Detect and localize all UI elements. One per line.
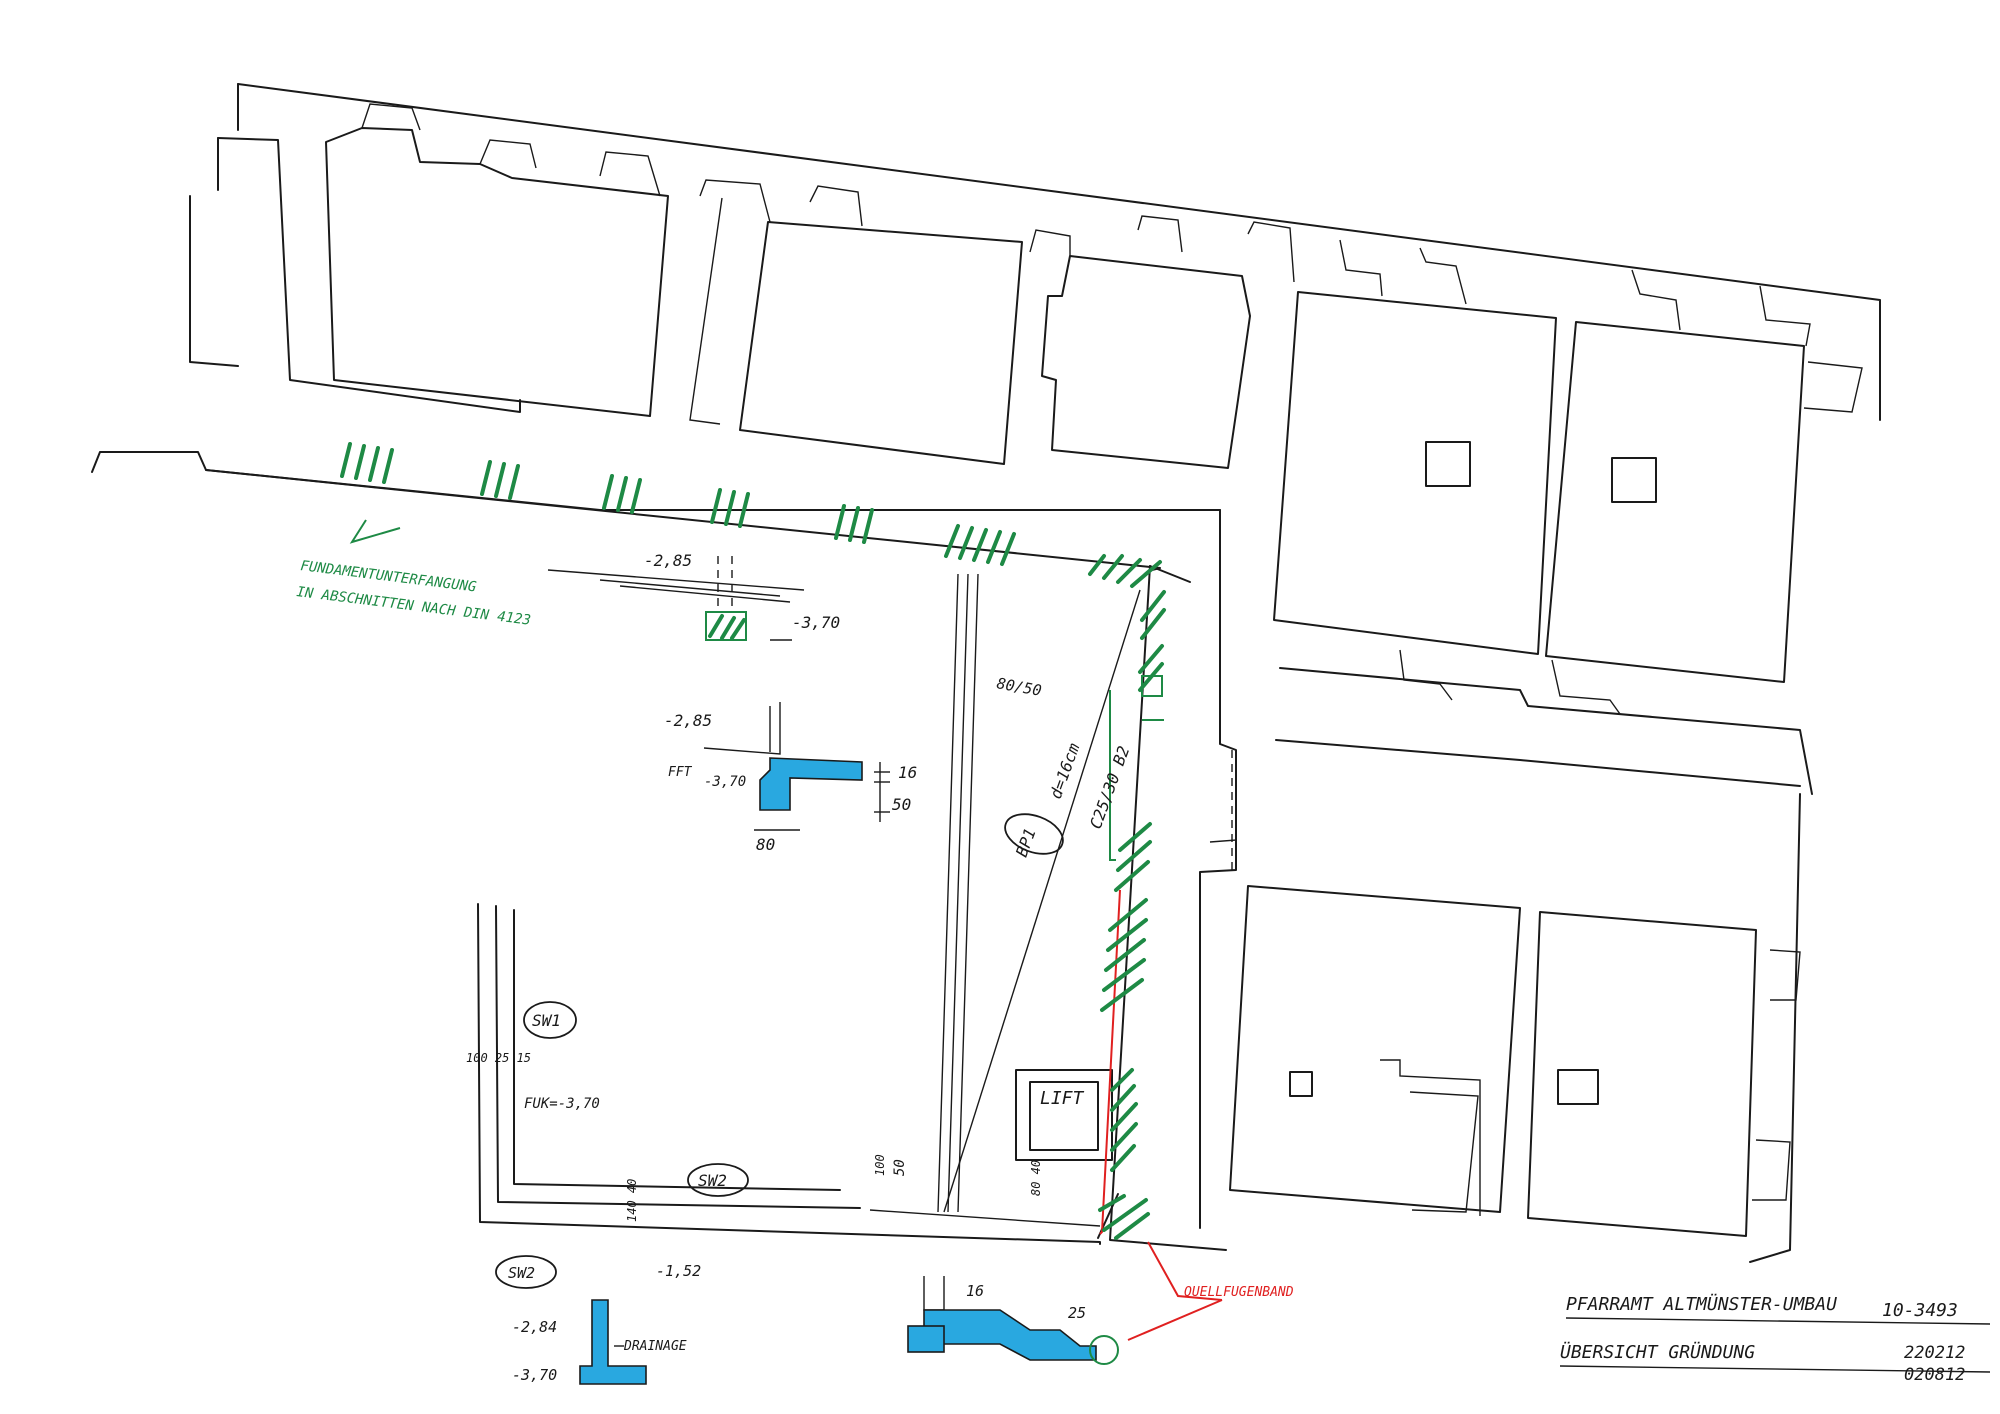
new-basement-outline bbox=[205, 469, 1227, 1251]
slab-thickness: d=16cm bbox=[1046, 740, 1084, 801]
foundation-note: FUNDAMENTUNTERFANGUNG IN ABSCHNITTEN NAC… bbox=[296, 519, 532, 629]
room-block-2 bbox=[689, 179, 1023, 465]
room-block-1 bbox=[325, 103, 669, 417]
fok-label: FUK=-3,70 bbox=[524, 1096, 600, 1112]
building-outline bbox=[91, 83, 1881, 511]
dim-140-40: 140 40 bbox=[625, 1179, 639, 1222]
detail-sw2: SW2 DRAINAGE -1,52 -2,84 -3,70 bbox=[495, 1255, 701, 1385]
dim-25: 25 bbox=[1068, 1304, 1086, 1322]
dim-100: 100 bbox=[873, 1154, 887, 1176]
dim-50b: 50 bbox=[892, 1159, 908, 1176]
title-project: PFARRAMT ALTMÜNSTER-UMBAU bbox=[1566, 1293, 1837, 1315]
title-block: PFARRAMT ALTMÜNSTER-UMBAU 10-3493 ÜBERSI… bbox=[1559, 1293, 1991, 1385]
sw1-label: SW1 bbox=[532, 1011, 561, 1030]
title-number: 10-3493 bbox=[1882, 1300, 1958, 1321]
underpinning-hatches bbox=[340, 442, 1166, 1240]
right-outer-wall bbox=[1749, 793, 1801, 1263]
drainage-label: DRAINAGE bbox=[623, 1339, 687, 1354]
dim-100-25-15: 100 25 15 bbox=[466, 1051, 531, 1065]
level-detail-a2: -3,70 bbox=[704, 774, 746, 790]
dim-80: 80 bbox=[756, 835, 775, 854]
red-note-label: QUELLFUGENBAND bbox=[1184, 1285, 1294, 1300]
room-block-7 bbox=[1209, 839, 1801, 1237]
room-block-5 bbox=[1545, 269, 1863, 683]
bp1-label: BP1 bbox=[1012, 826, 1040, 860]
fft-label: FFT bbox=[668, 765, 693, 780]
dim-80-40: 80 40 bbox=[1029, 1160, 1043, 1196]
level-sw2-b: -2,84 bbox=[512, 1318, 557, 1336]
sw1-marker bbox=[523, 1001, 577, 1039]
sw2-marker bbox=[687, 1163, 749, 1197]
detail-section-2: 16 25 bbox=[907, 1276, 1119, 1365]
level-sw2-a: -1,52 bbox=[656, 1262, 701, 1280]
lift-shaft: LIFT bbox=[1015, 1069, 1113, 1161]
sw2-detail-marker bbox=[495, 1255, 557, 1289]
dim-16b: 16 bbox=[966, 1282, 984, 1300]
dim-50: 50 bbox=[892, 795, 911, 814]
revision-markup: QUELLFUGENBAND bbox=[1099, 889, 1294, 1341]
title-date-1: 220212 bbox=[1904, 1343, 1965, 1363]
title-date-2: 020812 bbox=[1904, 1365, 1965, 1385]
sw2-detail-label: SW2 bbox=[508, 1264, 535, 1282]
room-block-4 bbox=[1273, 239, 1557, 655]
level-top-a2: -3,70 bbox=[792, 613, 840, 632]
slab-annotation: BP1 d=16cm C25/30 B2 bbox=[1004, 740, 1133, 860]
room-block-3 bbox=[1029, 215, 1295, 469]
level-sw2-c: -3,70 bbox=[512, 1366, 557, 1384]
sw2-label: SW2 bbox=[698, 1171, 727, 1190]
lift-label: LIFT bbox=[1040, 1088, 1085, 1109]
level-top-a: -2,85 bbox=[644, 551, 692, 570]
right-wing-walls bbox=[1199, 509, 1813, 1229]
bp1-marker bbox=[1004, 813, 1064, 855]
dim-80-50: 80/50 bbox=[995, 674, 1043, 700]
room-block-6 bbox=[1229, 885, 1521, 1216]
section-top: -2,85 -3,70 bbox=[547, 551, 840, 641]
title-subject: ÜBERSICHT GRÜNDUNG bbox=[1560, 1341, 1755, 1363]
level-detail-a: -2,85 bbox=[664, 711, 712, 730]
detail-section-1: -2,85 FFT -3,70 16 50 80 bbox=[664, 702, 917, 854]
dim-16: 16 bbox=[898, 763, 917, 782]
foundation-note-line-2: IN ABSCHNITTEN NACH DIN 4123 bbox=[296, 584, 532, 629]
